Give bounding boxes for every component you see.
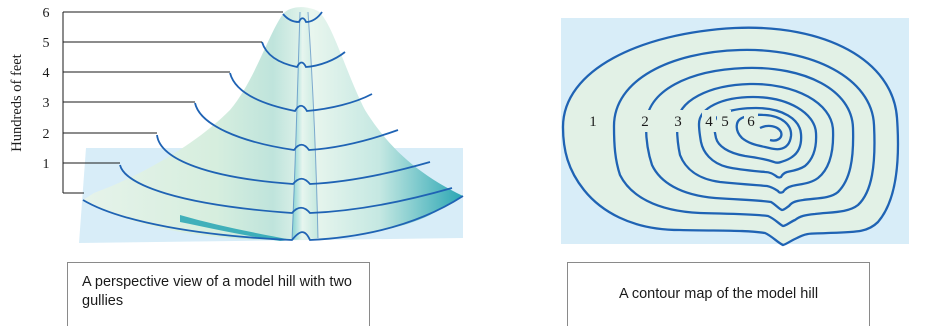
contour-label-4: 4	[705, 114, 713, 130]
caption-contour-map: A contour map of the model hill	[567, 262, 870, 326]
caption-contour-text: A contour map of the model hill	[619, 285, 818, 304]
contour-label-6: 6	[747, 114, 755, 130]
caption-perspective-view: A perspective view of a model hill with …	[67, 262, 370, 326]
caption-perspective-text: A perspective view of a model hill with …	[82, 274, 352, 309]
contour-label-2: 2	[641, 114, 649, 130]
contour-label-5: 5	[721, 114, 729, 130]
tick-label-2: 2	[43, 127, 50, 142]
contour-label-3: 3	[674, 114, 682, 130]
height-tick-labels: 1 2 3 4 5 6	[43, 6, 50, 172]
tick-label-6: 6	[43, 6, 50, 21]
tick-label-4: 4	[43, 66, 50, 81]
axis-label: Hundreds of feet	[9, 54, 25, 151]
perspective-view: 1 2 3 4 5 6 Hundreds of feet	[9, 6, 463, 243]
tick-label-5: 5	[43, 36, 50, 51]
tick-label-3: 3	[43, 96, 50, 111]
tick-label-1: 1	[43, 157, 50, 172]
contour-map: 1 2 3 4 5 6	[561, 18, 909, 245]
contour-label-1: 1	[589, 114, 597, 130]
